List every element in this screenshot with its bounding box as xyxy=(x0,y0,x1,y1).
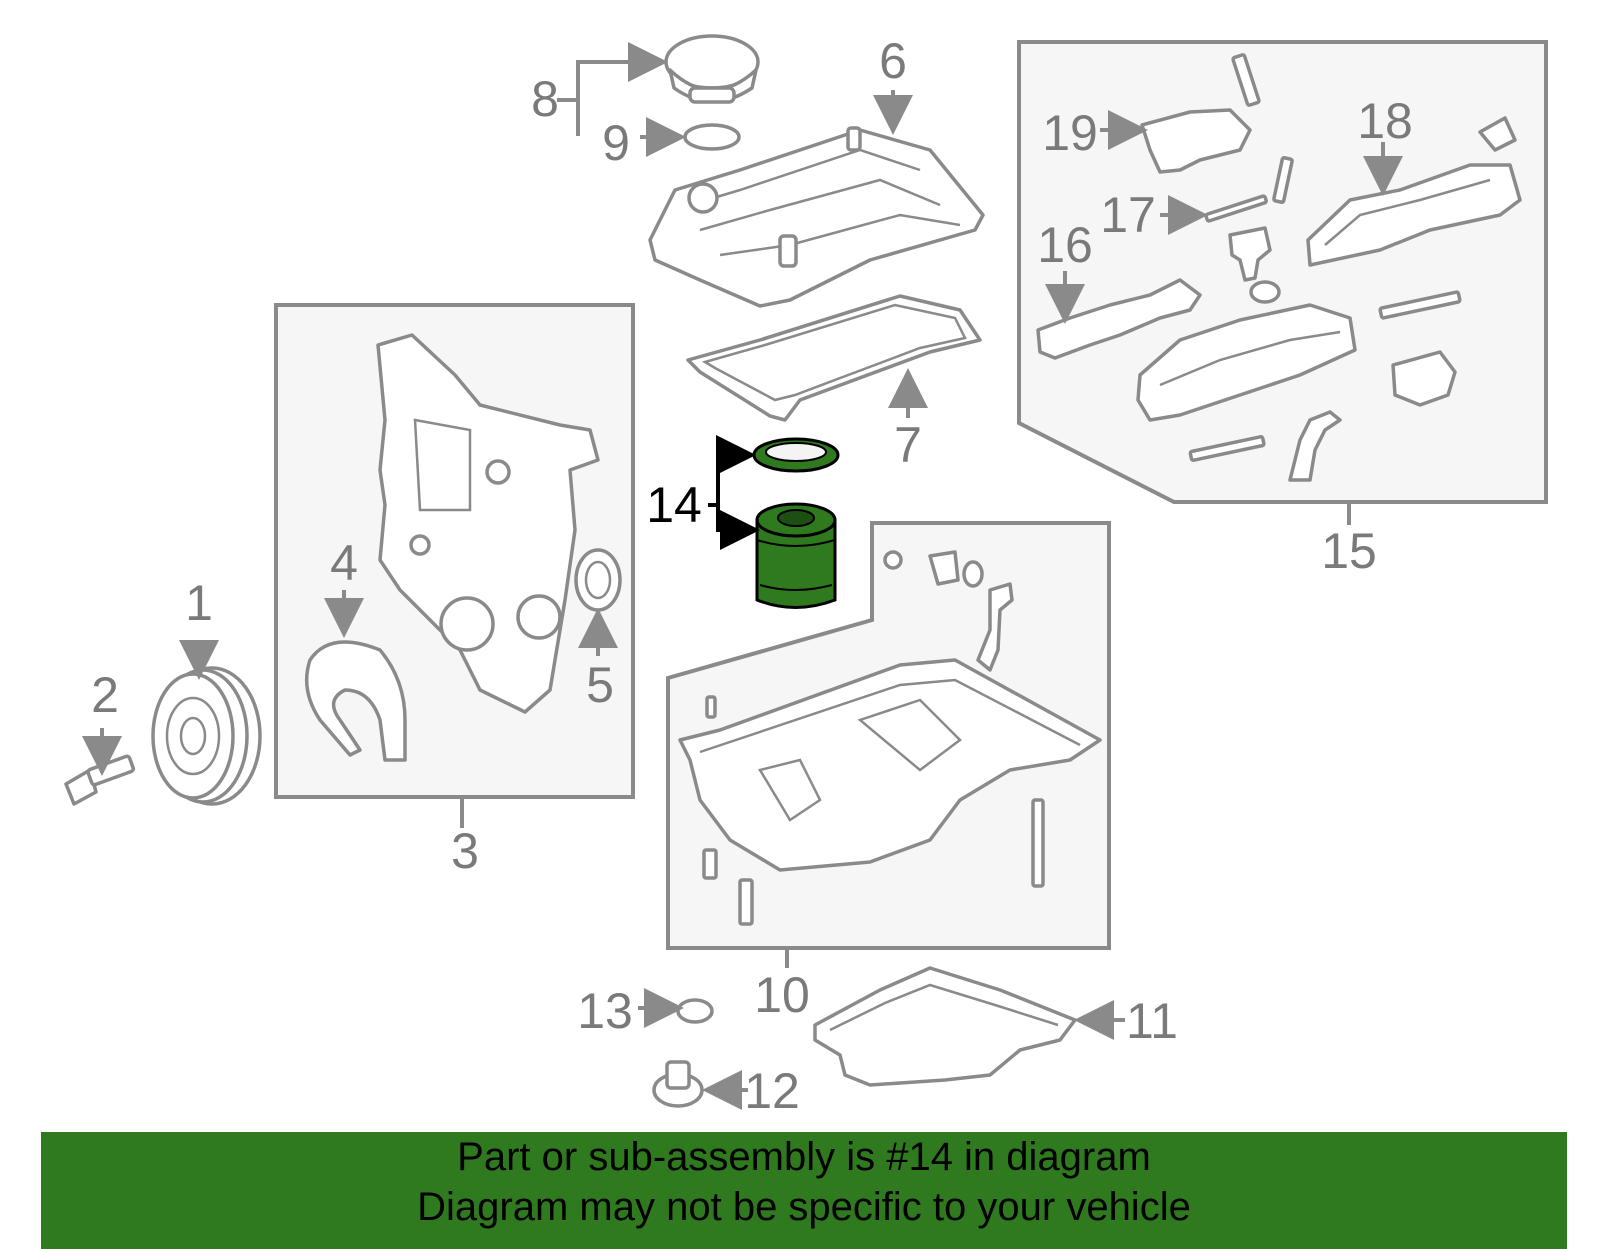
banner-line-1: Part or sub-assembly is #14 in diagram xyxy=(457,1135,1151,1179)
engine-front-cover-part-3[interactable] xyxy=(376,333,600,714)
leader-line-8 xyxy=(557,42,668,102)
oil-pan-lower-part-11[interactable] xyxy=(813,966,1077,1087)
valve-cover-part-6[interactable] xyxy=(648,126,985,308)
group-box-15 xyxy=(1017,40,1548,504)
oil-filter-part-14[interactable] xyxy=(752,437,840,609)
callout-3: 3 xyxy=(451,823,479,879)
callout-4: 4 xyxy=(330,535,358,591)
intake-components-part-15[interactable] xyxy=(1036,53,1522,482)
crankshaft-pulley-part-1[interactable] xyxy=(151,666,262,806)
o-ring-part-9[interactable] xyxy=(683,123,741,151)
callout-7: 7 xyxy=(894,417,922,473)
callout-17: 17 xyxy=(1100,187,1156,243)
callout-5: 5 xyxy=(586,657,614,713)
leader-line-14b xyxy=(716,505,760,550)
oil-filler-cap-part-8[interactable] xyxy=(664,34,760,104)
oil-pan-upper-part-10[interactable] xyxy=(678,550,1102,926)
callout-9: 9 xyxy=(602,115,630,171)
callout-1: 1 xyxy=(185,575,213,631)
crankshaft-seal-part-5[interactable] xyxy=(574,548,622,612)
banner-line-2: Diagram may not be specific to your vehi… xyxy=(417,1185,1191,1229)
callout-13: 13 xyxy=(577,983,633,1039)
callout-10: 10 xyxy=(754,967,810,1023)
leader-line-14 xyxy=(708,435,756,507)
callout-8: 8 xyxy=(531,71,559,127)
callout-18: 18 xyxy=(1357,93,1413,149)
callout-6: 6 xyxy=(879,33,907,89)
drain-plug-washer-part-13[interactable] xyxy=(676,998,714,1024)
callout-14: 14 xyxy=(646,477,702,533)
callout-2: 2 xyxy=(91,667,119,723)
callout-16: 16 xyxy=(1037,217,1093,273)
drain-plug-part-12[interactable] xyxy=(652,1060,704,1108)
callout-12: 12 xyxy=(744,1063,800,1119)
callout-19: 19 xyxy=(1042,105,1098,161)
info-banner: Part or sub-assembly is #14 in diagram D… xyxy=(41,1132,1567,1249)
front-cover-gasket-part-4[interactable] xyxy=(304,640,407,762)
valve-cover-gasket-part-7[interactable] xyxy=(686,294,982,422)
callout-11: 11 xyxy=(1126,993,1178,1049)
callout-15: 15 xyxy=(1321,523,1377,579)
